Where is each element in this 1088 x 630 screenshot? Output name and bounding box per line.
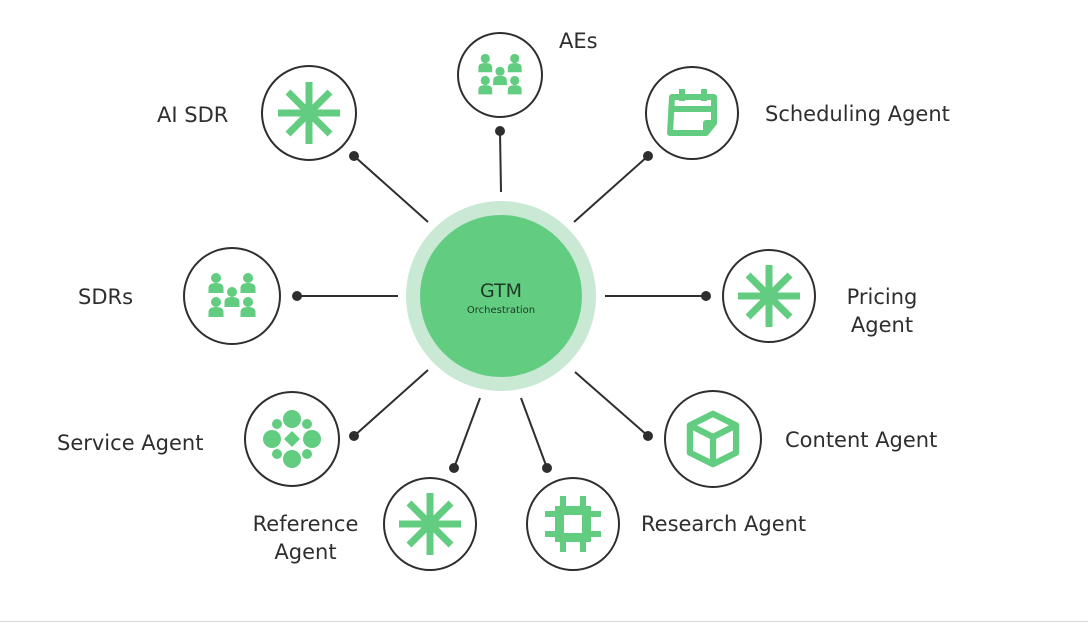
label-aes: AEs (559, 29, 598, 53)
node-ai-sdr (261, 65, 357, 161)
center-hub: GTM Orchestration (406, 201, 596, 391)
connector-service-agent (353, 369, 429, 437)
node-pricing-agent (722, 249, 816, 343)
connector-dot-ai-sdr (349, 151, 359, 161)
label-research-agent: Research Agent (641, 512, 807, 536)
connector-aes (499, 130, 502, 193)
label-sdrs: SDRs (78, 285, 134, 309)
center-subtitle: Orchestration (467, 305, 535, 316)
center-title: GTM (480, 280, 522, 302)
connector-dot-scheduling-agent (643, 151, 653, 161)
center-inner-circle (420, 215, 582, 377)
label-service-agent: Service Agent (57, 431, 204, 455)
connectors (292, 126, 711, 473)
connector-scheduling-agent (573, 155, 649, 223)
connector-dot-research-agent (542, 463, 552, 473)
node-aes (457, 32, 543, 118)
label-pricing-agent-line2: Agent (850, 313, 914, 337)
nodes (183, 32, 816, 571)
connector-dot-aes (495, 126, 505, 136)
connector-content-agent (574, 371, 649, 437)
node-research-agent (526, 477, 620, 571)
node-content-agent (664, 390, 762, 488)
connector-dot-content-agent (643, 431, 653, 441)
connector-reference-agent (453, 397, 481, 469)
label-reference-agent: Reference Agent (243, 510, 368, 566)
node-scheduling-agent (645, 66, 739, 160)
connector-dot-service-agent (349, 431, 359, 441)
node-service-agent (244, 391, 340, 487)
label-pricing-agent-line1: Pricing (846, 285, 918, 309)
connector-dot-sdrs (292, 291, 302, 301)
node-circle-scheduling-agent (645, 66, 739, 160)
node-sdrs (183, 247, 281, 345)
connector-research-agent (520, 397, 548, 469)
connector-ai-sdr (353, 155, 429, 223)
label-reference-agent-line2: Agent (274, 540, 337, 564)
connector-dot-reference-agent (449, 463, 459, 473)
connector-dot-pricing-agent (701, 291, 711, 301)
label-pricing-agent: Pricing Agent (832, 283, 932, 339)
node-reference-agent (383, 477, 477, 571)
label-ai-sdr: AI SDR (157, 103, 229, 127)
label-scheduling-agent: Scheduling Agent (765, 102, 950, 126)
bottom-divider (0, 621, 1088, 622)
label-reference-agent-line1: Reference (252, 512, 359, 536)
label-content-agent: Content Agent (785, 428, 938, 452)
